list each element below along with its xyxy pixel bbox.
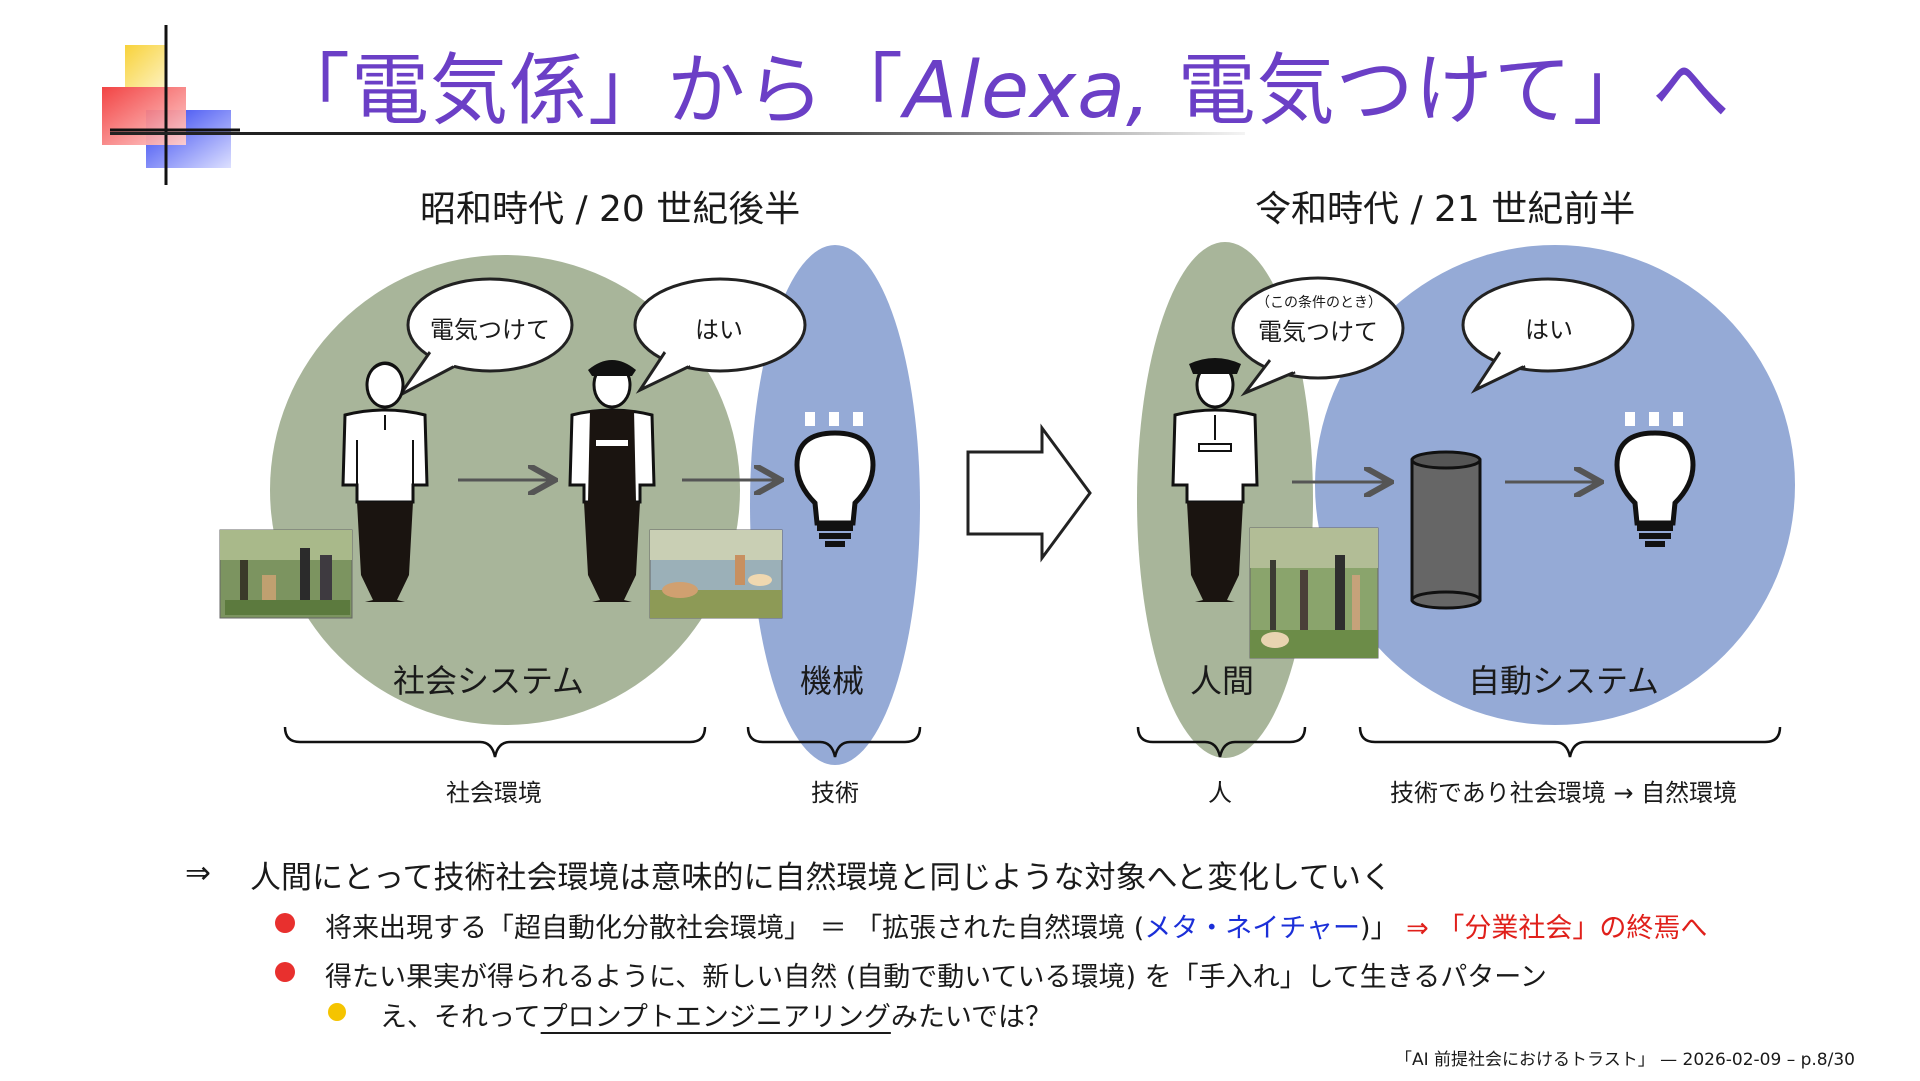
brace-icon <box>1136 726 1307 758</box>
label-human: 人間 <box>1190 662 1255 700</box>
brace-icon <box>1358 726 1782 758</box>
brace-label-tech-nature: 技術であり社会環境 → 自然環境 <box>1390 779 1738 807</box>
painting-icon <box>649 529 783 619</box>
sub-item: え、それってプロンプトエンジニアリングみたいでは？ <box>380 1002 1053 1033</box>
era-left: 昭和時代 / 20 世紀後半 <box>420 189 801 230</box>
slide-footer: 「AI 前提社会におけるトラスト」 — 2026-02-09 – p.8/30 <box>1395 1050 1855 1070</box>
bubble-text-reply: はい <box>1525 316 1573 344</box>
brace-label-tech: 技術 <box>811 779 859 807</box>
era-right: 令和時代 / 21 世紀前半 <box>1255 189 1636 230</box>
title-underline <box>110 132 1245 135</box>
painting-icon <box>1249 527 1379 659</box>
smart-speaker-icon <box>1410 450 1482 610</box>
person-icon <box>568 360 656 602</box>
label-machine: 機械 <box>800 662 865 700</box>
big-arrow-icon <box>966 423 1092 563</box>
label-auto-system: 自動システム <box>1468 662 1660 700</box>
person-icon <box>341 361 429 602</box>
painting-icon <box>219 529 353 619</box>
bullet-item-2: 得たい果実が得られるように、新しい自然 (自動で動いている環境) を「手入れ」し… <box>325 962 1547 993</box>
speech-bubble-icon <box>1461 277 1635 394</box>
main-statement: 人間にとって技術社会環境は意味的に自然環境と同じような対象へと変化していく <box>250 860 1393 896</box>
slide-title: 「電気係」から「Alexa, 電気つけて」へ <box>272 46 1731 136</box>
implication-arrow: ⇒ <box>185 855 211 891</box>
brace-label-human: 人 <box>1208 779 1232 807</box>
bubble-text-reply: はい <box>695 316 743 344</box>
speech-bubble-icon <box>398 277 574 397</box>
speech-bubble-icon <box>633 277 807 394</box>
bullet-item-1: 将来出現する「超自動化分散社会環境」 ＝ 「拡張された自然環境 (メタ・ネイチャ… <box>325 913 1708 944</box>
speech-bubble-icon <box>1231 276 1405 397</box>
bullet-red-icon <box>275 962 295 982</box>
bubble-text-condition: （この条件のとき） <box>1256 295 1382 311</box>
brace-icon <box>283 726 707 758</box>
bullet-yellow-icon <box>328 1003 346 1021</box>
bubble-text-request: 電気つけて <box>430 316 550 344</box>
brace-label-social-env: 社会環境 <box>446 779 542 807</box>
bubble-text-request: 電気つけて <box>1258 318 1378 346</box>
label-social-system: 社会システム <box>393 662 585 700</box>
bullet-red-icon <box>275 913 295 933</box>
beamer-logo-icon <box>102 25 240 185</box>
person-icon <box>1171 358 1259 602</box>
brace-icon <box>746 726 922 758</box>
light-bulb-icon <box>1614 412 1696 547</box>
light-bulb-icon <box>794 412 876 547</box>
